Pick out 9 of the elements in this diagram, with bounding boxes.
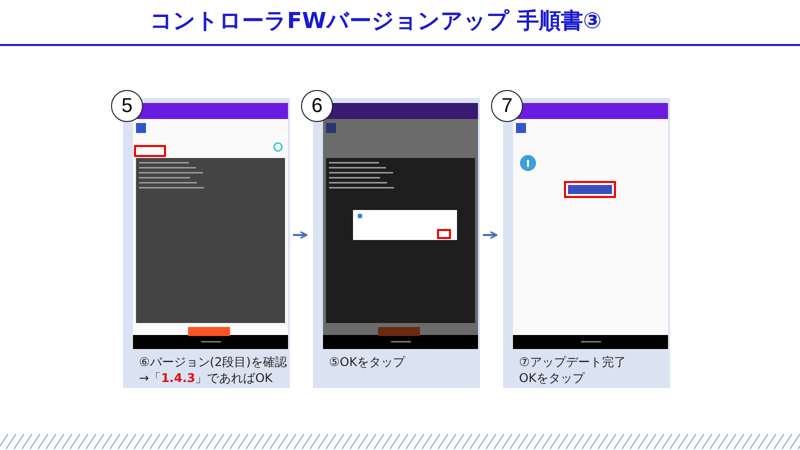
arrow <box>293 231 308 239</box>
step-caption: ⑤OKをタップ <box>329 354 406 370</box>
step-number: 6 <box>301 90 333 122</box>
step-number: 5 <box>111 90 143 122</box>
step-number: 7 <box>491 90 523 122</box>
slide-title: コントローラFWバージョンアップ 手順書③ <box>150 8 602 36</box>
arrow <box>483 231 498 239</box>
step-caption: ⑦アップデート完了OKをタップ <box>519 354 627 386</box>
step-caption: ⑥バージョン(2段目)を確認→「1.4.3」であればOK <box>139 354 288 386</box>
